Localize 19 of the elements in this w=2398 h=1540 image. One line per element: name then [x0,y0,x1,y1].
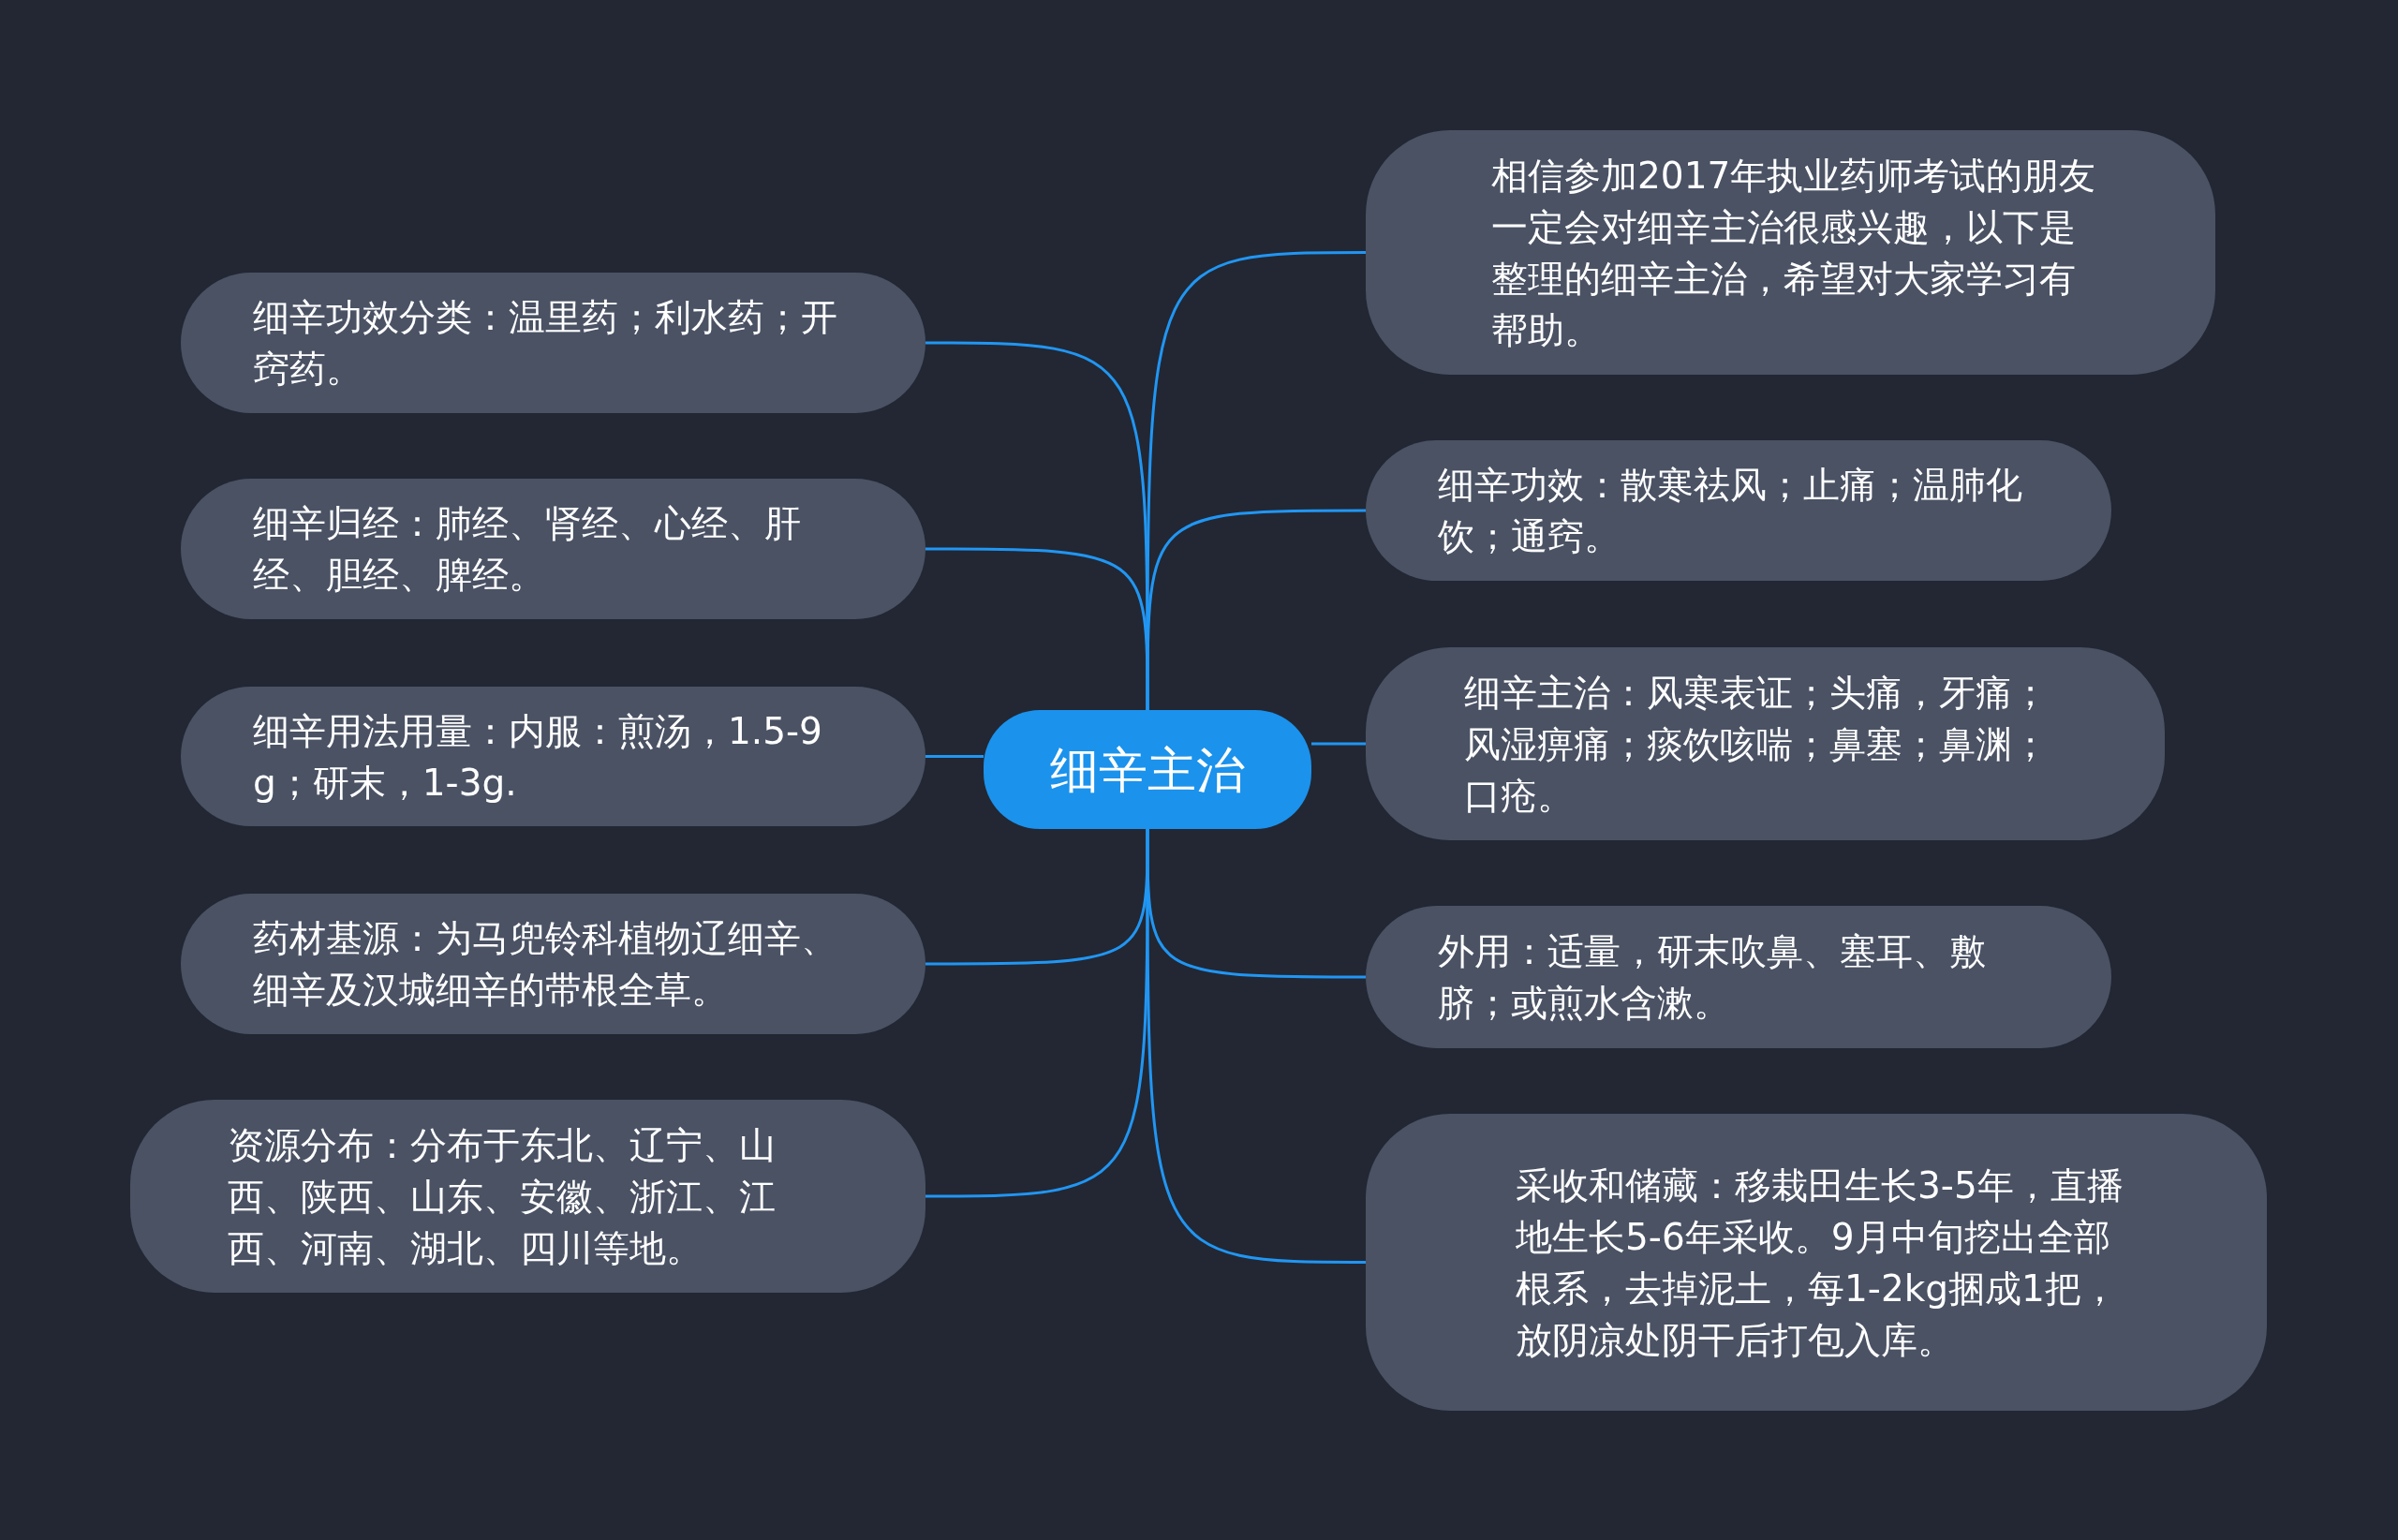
connector-line [925,829,1149,1198]
topic-text: 资源分布：分布于东北、辽宁、山西、陕西、山东、安徽、浙江、江西、河南、湖北、四川等地。 [228,1122,777,1271]
topic-text: 采收和储藏：移栽田生长3-5年，直播地生长5-6年采收。9月中旬挖出全部根系，去掉泥土，每1-2kg捆成1把，放阴凉处阴干后打包入库。 [1516,1162,2124,1363]
topic-text: 细辛功效分类：温里药；利水药；开窍药。 [253,295,838,392]
connector-line [925,755,984,758]
topic-text: 细辛归经：肺经、肾经、心经、肝经、胆经、脾经。 [253,501,802,598]
topic-node [1366,130,2215,375]
connector-line [1311,742,1366,746]
connector-line [1146,509,1366,710]
topic-text: 外用：适量，研末吹鼻、塞耳、敷脐；或煎水含漱。 [1438,929,1987,1026]
topic-node [1366,1114,2267,1411]
topic-text: 相信参加2017年执业药师考试的朋友一定会对细辛主治很感兴趣，以下是整理的细辛主治，希望对大家学习有帮助。 [1491,153,2097,353]
topic-text: 细辛主治：风寒表证；头痛，牙痛；风湿痹痛；痰饮咳喘；鼻塞；鼻渊；口疮。 [1464,670,2050,819]
topic-text: 细辛主治 [1050,740,1245,800]
topic-text: 药材基源：为马兜铃科植物辽细辛、细辛及汉城细辛的带根全草。 [253,916,838,1013]
connector-line [925,547,1149,710]
topic-text: 细辛用法用量：内服：煎汤，1.5-9g；研末，1-3g. [253,708,823,806]
connector-line [1146,829,1366,1264]
topic-text: 细辛功效：散寒祛风；止痛；温肺化饮；通窍。 [1438,463,2023,559]
